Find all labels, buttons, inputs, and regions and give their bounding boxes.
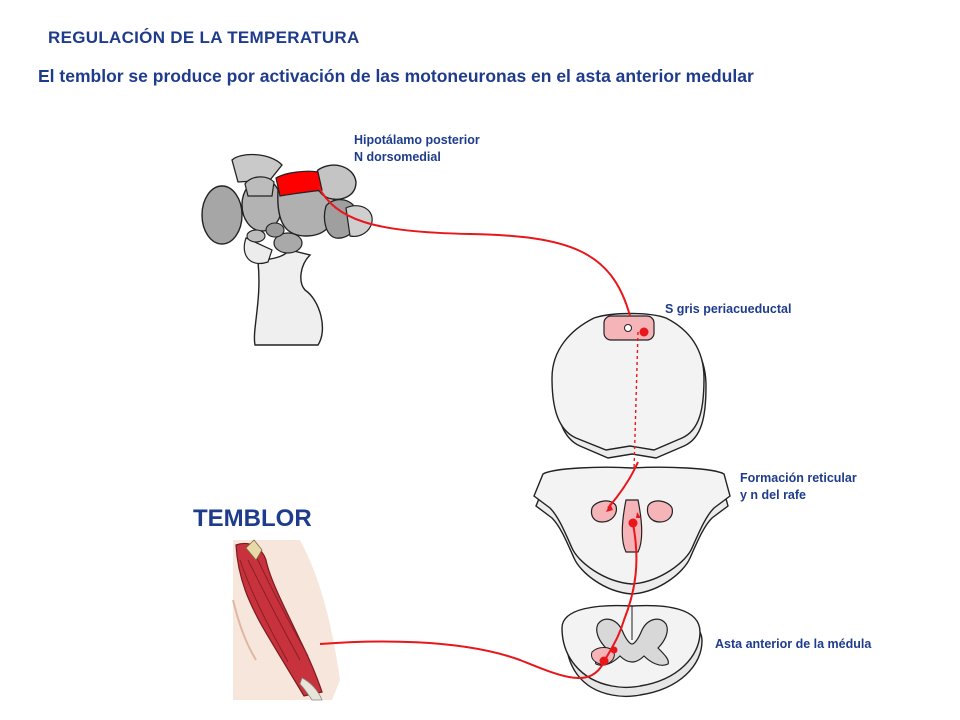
label-hypothalamus: Hipotálamo posterior N dorsomedial xyxy=(354,132,480,166)
midbrain-section xyxy=(551,312,707,459)
label-reticular-line1: Formación reticular xyxy=(740,471,857,485)
label-hypothalamus-line2: N dorsomedial xyxy=(354,150,441,164)
hypothalamus-illustration xyxy=(201,153,373,346)
page-subtitle: El temblor se produce por activación de … xyxy=(38,66,754,86)
arm-muscle-illustration xyxy=(232,539,340,701)
neural-pathway xyxy=(317,185,649,679)
label-anterior-horn: Asta anterior de la médula xyxy=(715,637,872,651)
label-hypothalamus-line1: Hipotálamo posterior xyxy=(354,133,480,147)
reticular-formation-right xyxy=(646,500,673,523)
label-reticular-formation: Formación reticular y n del rafe xyxy=(740,470,857,504)
page-title: REGULACIÓN DE LA TEMPERATURA xyxy=(48,28,360,47)
dorsomedial-nucleus xyxy=(275,170,323,197)
label-tremor: TEMBLOR xyxy=(193,505,312,532)
label-reticular-line2: y n del rafe xyxy=(740,488,806,502)
label-periaqueductal: S gris periacueductal xyxy=(665,302,792,316)
spinal-cord-section xyxy=(561,604,703,698)
medulla-section xyxy=(533,466,731,595)
